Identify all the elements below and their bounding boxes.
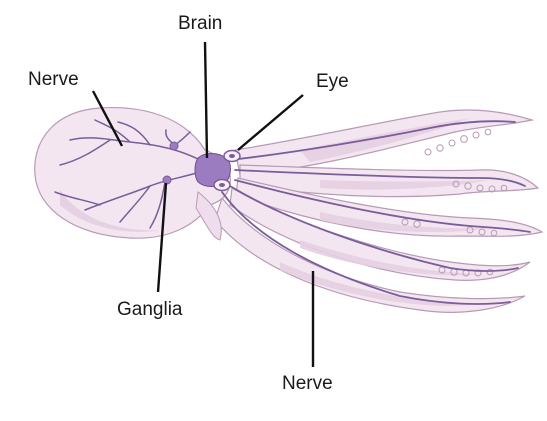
mantle-nerves — [54, 119, 201, 229]
tentacle-3 — [235, 177, 544, 237]
mantle-shading — [60, 190, 160, 232]
ganglion-upper — [169, 141, 179, 151]
label-nerve-bottom: Nerve — [282, 373, 333, 394]
suckers — [401, 128, 508, 277]
eyes — [213, 149, 241, 192]
label-nerve-top: Nerve — [28, 69, 79, 90]
label-brain: Brain — [178, 13, 223, 34]
leader-nerve-top — [91, 90, 124, 147]
leader-brain — [203, 41, 209, 159]
leader-eye — [237, 94, 304, 151]
leader-lines — [91, 41, 315, 367]
head-lower — [195, 191, 222, 241]
ganglion-lower — [162, 175, 172, 185]
leader-ganglia — [156, 182, 168, 293]
tentacle-nerves — [221, 120, 531, 305]
label-eye: Eye — [316, 71, 349, 92]
label-ganglia: Ganglia — [117, 299, 183, 320]
ganglia — [162, 141, 179, 185]
